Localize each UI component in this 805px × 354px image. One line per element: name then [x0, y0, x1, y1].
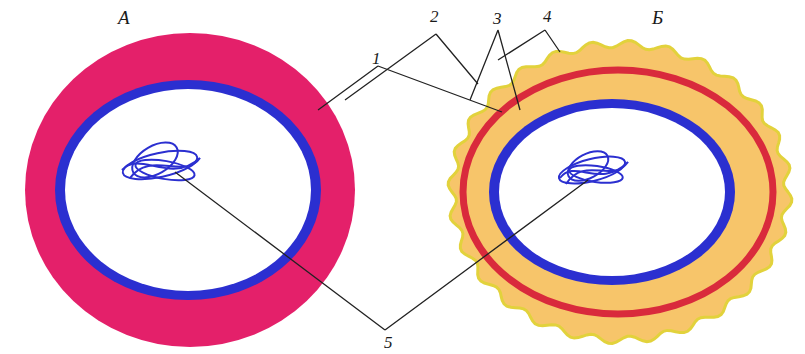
outer-membrane: [448, 41, 792, 344]
cell-letter: Б: [652, 8, 663, 27]
callout-number: 4: [543, 8, 552, 25]
callout-number: 2: [430, 8, 439, 25]
peptidoglycan-layer: [463, 70, 773, 314]
callout-number: 3: [493, 10, 502, 27]
cytoplasm: [499, 108, 725, 276]
membrane-ring: [55, 80, 321, 300]
leader-lines: [175, 30, 588, 330]
nucleoid: [556, 145, 628, 189]
callout-number: 5: [384, 334, 393, 351]
callout-number: 1: [372, 50, 381, 67]
cell-letter: А: [118, 8, 130, 27]
nucleoid: [120, 135, 200, 184]
membrane-ring: [489, 99, 735, 285]
cytoplasm: [65, 89, 311, 291]
peptidoglycan-layer: [25, 33, 355, 347]
